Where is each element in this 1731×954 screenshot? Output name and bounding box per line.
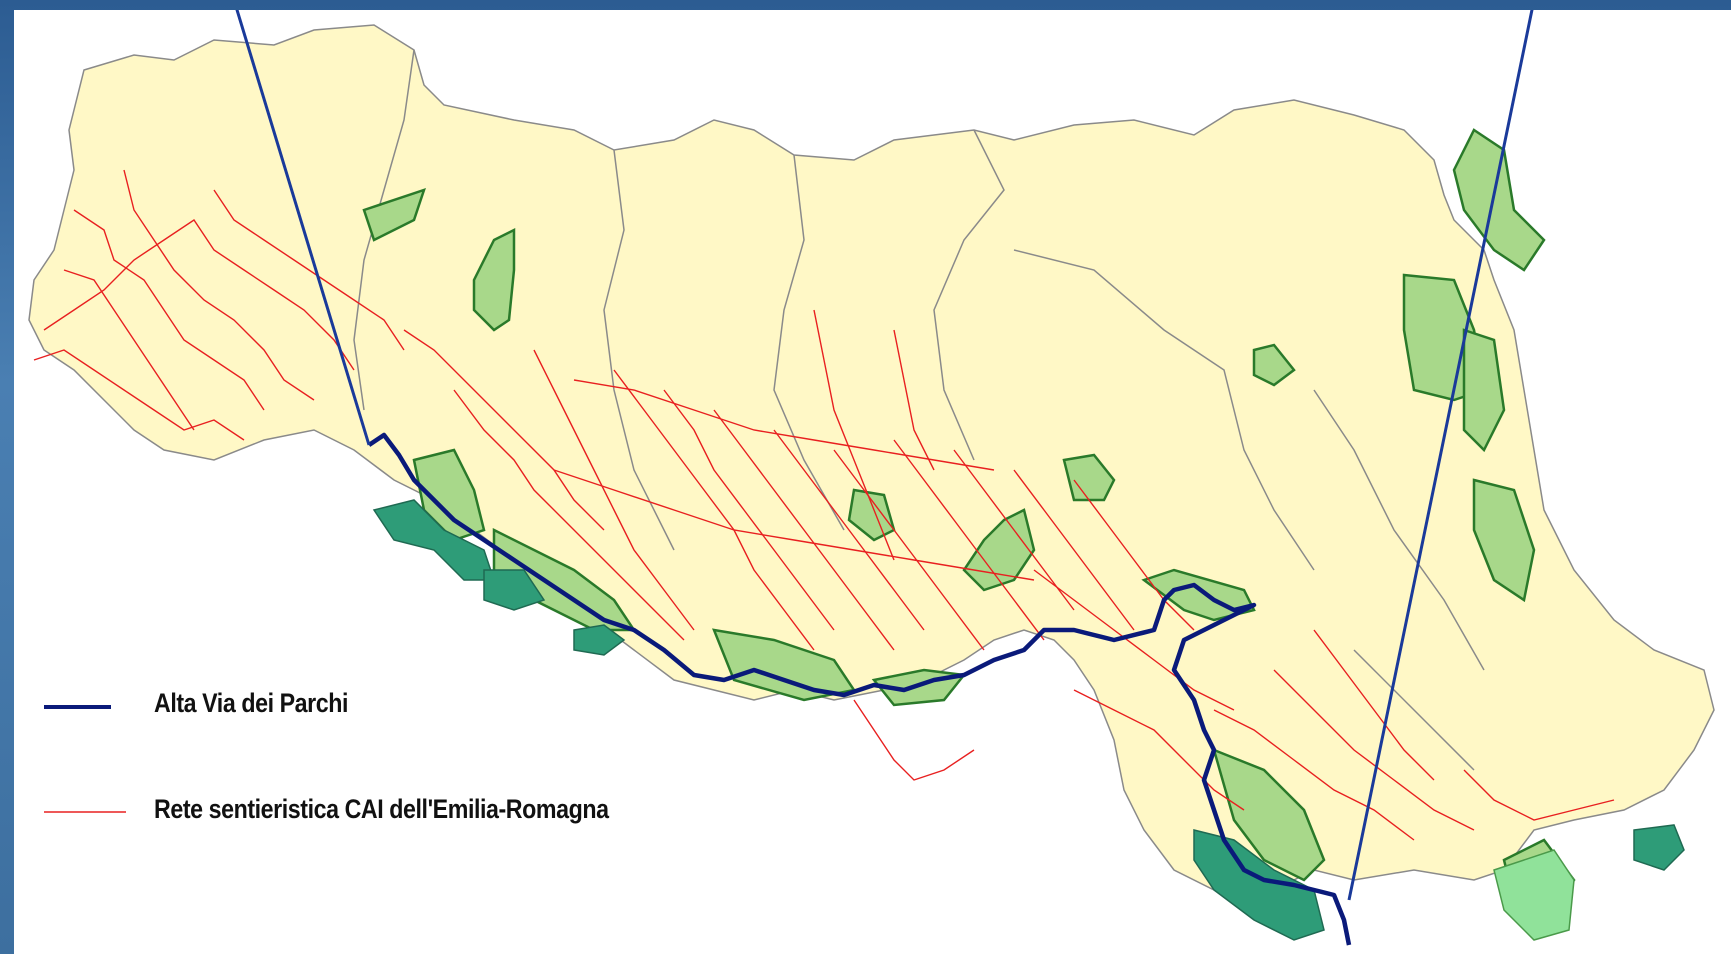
map-frame: Alta Via dei Parchi Rete sentieristica C… <box>14 10 1731 954</box>
regional-map <box>28 10 1715 946</box>
callout-line-left <box>235 10 371 446</box>
alta-via-route <box>367 432 1352 946</box>
legend-label-trails: Rete sentieristica CAI dell'Emilia-Romag… <box>154 794 609 824</box>
park-light-green <box>1493 849 1575 941</box>
parks-dark <box>372 499 1685 941</box>
province-borders <box>353 49 1485 771</box>
legend-label-route: Alta Via dei Parchi <box>154 688 349 718</box>
callout-line-right <box>1347 10 1534 901</box>
trail-network <box>33 169 1615 841</box>
